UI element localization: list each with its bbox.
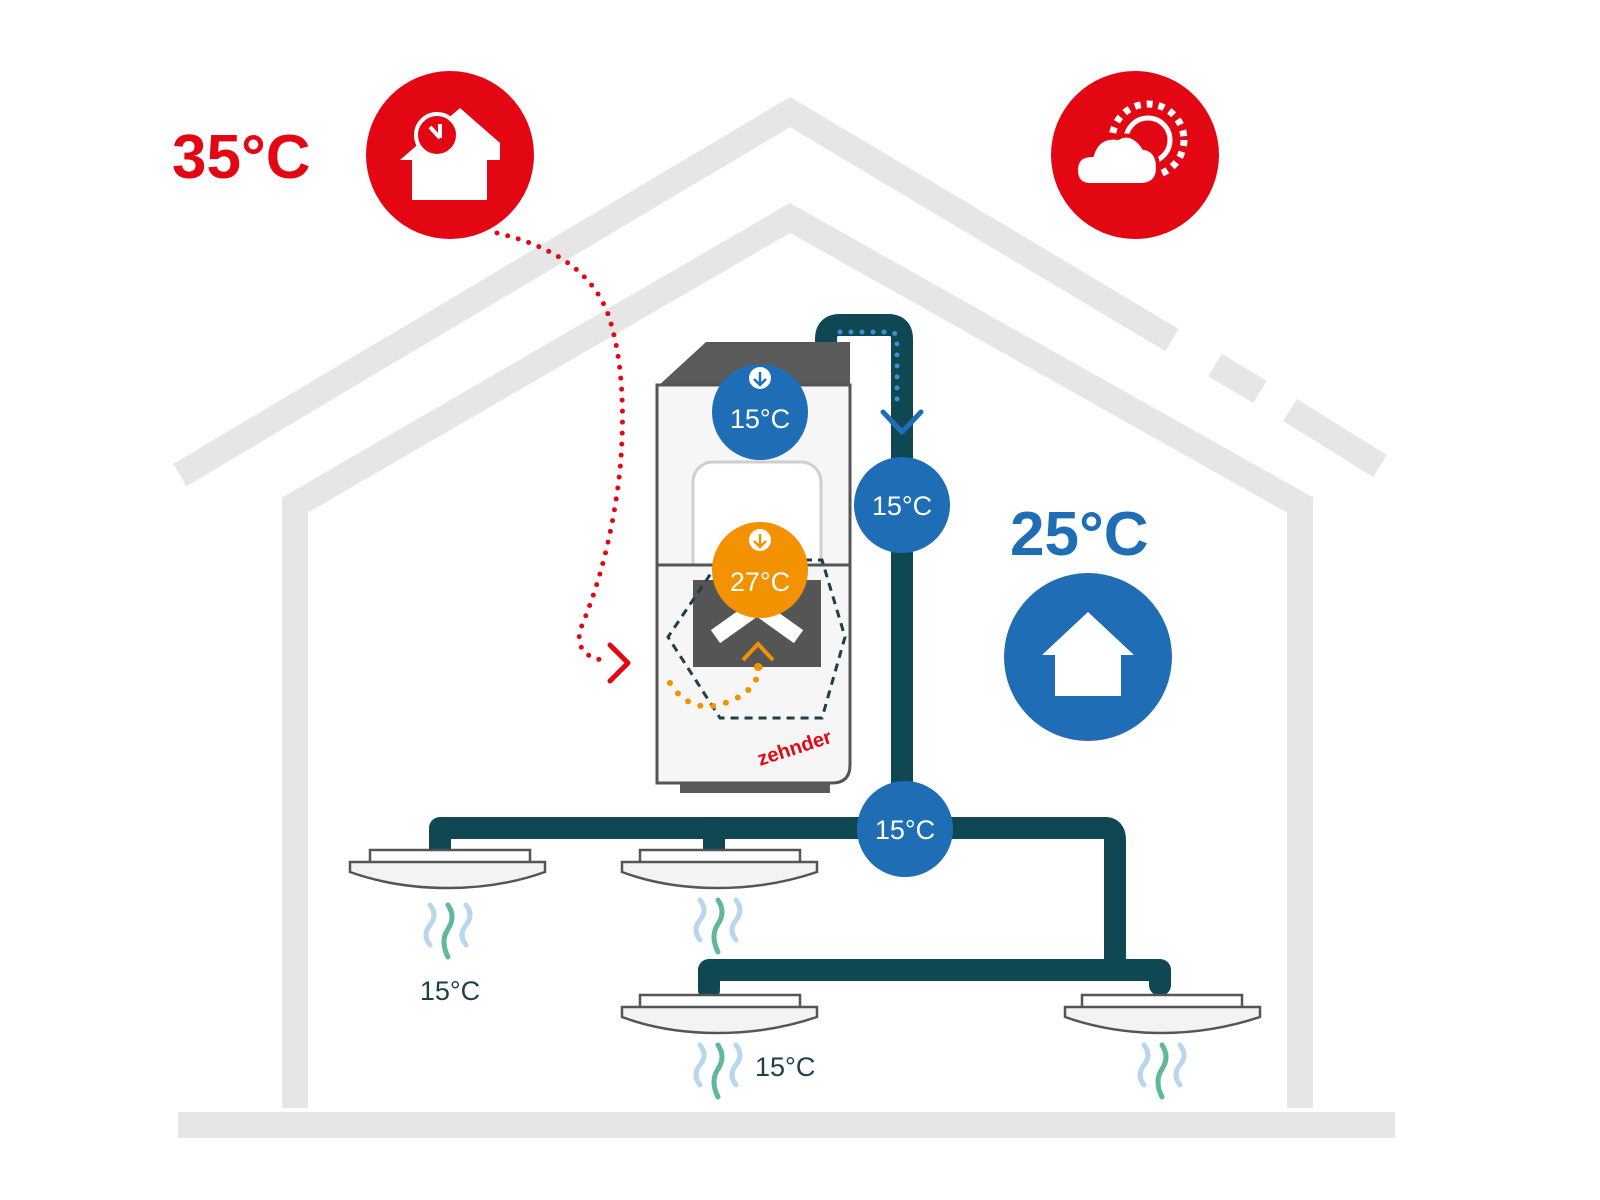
duct-flow-arrow <box>880 409 924 435</box>
wave-2b <box>711 897 725 955</box>
diffuser-1-plate <box>348 860 547 890</box>
down-arrow-glyph <box>753 372 767 387</box>
warm-air-path <box>667 662 763 710</box>
air-waves-1 <box>423 902 473 960</box>
outdoor-temp: 35°C <box>172 123 311 192</box>
wave-1a <box>423 902 437 948</box>
outer-roof-line <box>173 96 1179 487</box>
house-outline <box>173 96 1395 1138</box>
outside-air-path <box>494 230 625 663</box>
supply-circle <box>854 457 950 553</box>
supply-temp: 15°C <box>872 491 932 521</box>
junction-temp: 15°C <box>875 815 935 845</box>
clock-hands <box>428 124 442 140</box>
air-waves-3 <box>693 1042 743 1100</box>
unit-top-temp: 15°C <box>730 404 790 434</box>
junction-circle <box>857 781 953 877</box>
wave-4a <box>1137 1042 1151 1088</box>
outlet-1-temp: 15°C <box>420 976 480 1006</box>
house-body-shape <box>412 158 487 200</box>
wave-3b <box>711 1042 725 1100</box>
diffuser-4 <box>1063 993 1262 1035</box>
duct-vertical-supply <box>815 314 913 839</box>
unit-top-circle <box>712 364 808 460</box>
exchanger-down-arrow-glyph <box>753 534 767 549</box>
wave-3a <box>693 1042 707 1088</box>
outlet-3-temp: 15°C <box>755 1052 815 1082</box>
diffuser-4-plate <box>1063 1005 1262 1035</box>
cloud-shape <box>1073 133 1161 187</box>
unit-base <box>680 783 830 793</box>
diffuser-2-plate <box>620 860 819 890</box>
home-body-shape <box>1055 651 1121 696</box>
unit-top-temp-badge: 15°C <box>712 364 808 460</box>
wave-1b <box>441 902 455 960</box>
heat-exchanger-outline <box>666 558 847 720</box>
air-waves <box>423 897 1187 1100</box>
diffuser-3-plate <box>620 1005 819 1035</box>
junction-temp-badge: 15°C <box>857 781 953 877</box>
air-waves-4 <box>1137 1042 1187 1100</box>
home-roof-shape <box>1042 612 1134 655</box>
supply-temp-badge: 15°C <box>854 457 950 553</box>
air-waves-2 <box>693 897 743 955</box>
exchanger-temp-badge: 27°C <box>712 522 808 618</box>
exchanger-up-arrow <box>741 641 775 662</box>
outer-roof-dash-2 <box>1283 398 1387 478</box>
wave-2a <box>693 897 707 943</box>
inner-roof-and-walls <box>282 203 1313 1108</box>
diffuser-3 <box>620 993 819 1035</box>
duct-lower-horizontal <box>698 959 1171 1001</box>
indoor-temp: 25°C <box>1010 500 1149 569</box>
duct-main-horizontal <box>429 817 1126 981</box>
outer-roof-dash-1 <box>1208 353 1267 404</box>
duct-flow-dots <box>837 329 900 411</box>
heat-house-clock-icon <box>366 71 534 239</box>
duct-network <box>429 314 1171 1001</box>
diffuser-1 <box>348 848 547 890</box>
wave-2c <box>729 897 743 943</box>
wave-1c <box>459 902 473 948</box>
sun-cloud-icon <box>1051 71 1219 239</box>
home-icon <box>1004 573 1172 741</box>
wave-4b <box>1155 1042 1169 1100</box>
exchanger-circle <box>712 522 808 618</box>
exchanger-temp: 27°C <box>730 567 790 597</box>
diffuser-2 <box>620 848 819 890</box>
outside-air-arrow <box>607 642 631 684</box>
wave-3c <box>729 1042 743 1088</box>
wave-4c <box>1173 1042 1187 1088</box>
